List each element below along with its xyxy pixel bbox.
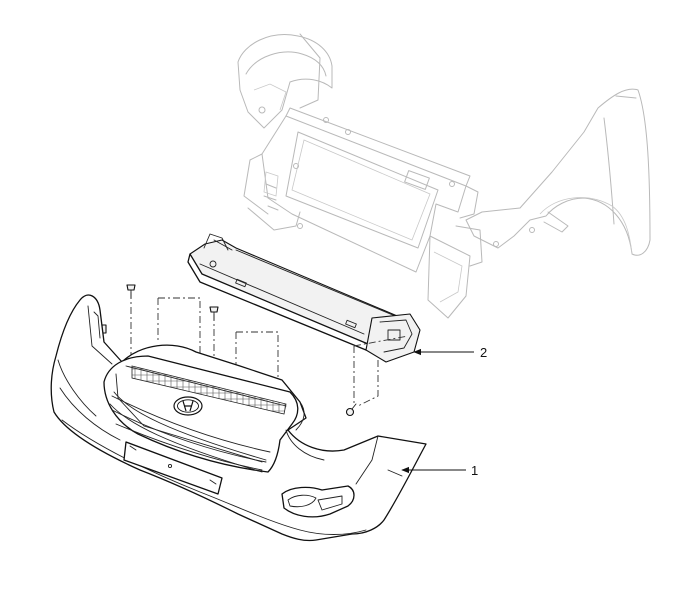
callout-label: 2 [480, 345, 487, 360]
left-inner-fender-ghost [237, 33, 333, 129]
alignment-lines [130, 292, 409, 407]
right-fender-ghost [465, 88, 651, 256]
bumper-rail-part [187, 233, 421, 363]
callout-2: 2 [413, 345, 487, 360]
front-bumper-fascia-part [50, 294, 427, 542]
screw-fastener [345, 403, 357, 417]
side-member-ghost [427, 225, 483, 319]
upper-grille [103, 355, 299, 473]
clip-fastener [126, 284, 136, 299]
clip-fastener [209, 306, 219, 321]
license-plate-area [123, 441, 223, 495]
callout-label: 1 [471, 463, 478, 478]
vehicle-body-ghost [237, 33, 651, 319]
hyundai-emblem [173, 396, 203, 416]
radiator-support-ghost [243, 107, 479, 273]
callout-1: 1 [401, 463, 478, 478]
fasteners [101, 284, 357, 417]
fog-lamp-bezel [281, 485, 355, 518]
